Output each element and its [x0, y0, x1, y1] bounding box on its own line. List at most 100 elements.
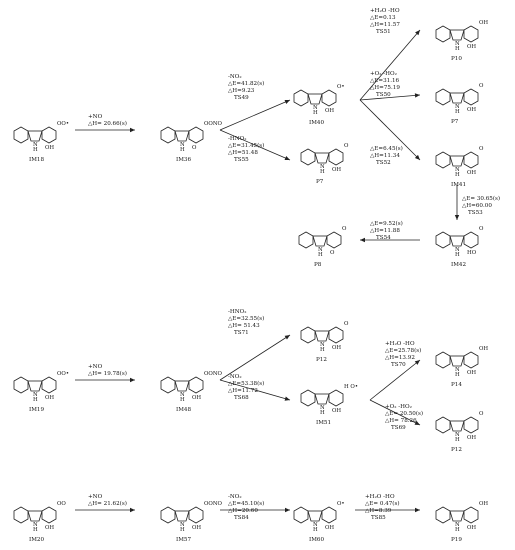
energy-label: △E=32.55(s) — [228, 315, 264, 322]
reagent-label: +H₂O -HO — [370, 8, 400, 14]
substituent-b: OH — [45, 395, 54, 401]
ts-label: TS50 — [376, 92, 391, 98]
molecule-label: IM48 — [176, 407, 191, 413]
ts-label: TS85 — [371, 515, 386, 521]
substituent-a: O — [342, 226, 347, 232]
ts-label: TS52 — [376, 160, 391, 166]
molecule-label: P12 — [451, 447, 462, 453]
reagent-label: -NO₂ — [228, 74, 242, 80]
energy-label: △E=41.82(s) — [228, 80, 264, 87]
substituent-b: O — [330, 250, 335, 256]
arrow-head — [360, 237, 365, 243]
ts-label: TS54 — [376, 235, 391, 241]
reaction-arrow — [219, 379, 291, 401]
energy-label: △H=11.57 — [370, 22, 400, 28]
reagent-label: -HNO₂ — [228, 309, 247, 315]
molecule-label: IM20 — [29, 537, 44, 543]
energy-label: △H=8.39 — [365, 508, 392, 514]
energy-label: △H=51.48 — [228, 150, 258, 156]
energy-label: △H=60.00 — [462, 203, 492, 209]
step-s14: +NO△H= 21.62(s) — [88, 494, 127, 507]
reagent-label: -HNO₂ — [228, 136, 247, 142]
molecule-label: P10 — [451, 56, 462, 62]
ts-label: TS71 — [234, 330, 249, 336]
reaction-arrow — [219, 99, 291, 131]
substituent-a: OH — [479, 20, 488, 26]
reaction-arrow — [369, 399, 421, 426]
energy-label: △H= 19.78(s) — [88, 370, 127, 377]
arrow-head — [414, 360, 420, 365]
substituent-a: O — [479, 226, 484, 232]
energy-label: △H= 20.66(s) — [88, 120, 127, 127]
energy-label: △H=11.34 — [370, 153, 400, 159]
substituent-a: OO — [57, 501, 66, 507]
substituent-a: OO• — [57, 121, 69, 127]
molecule-label: P8 — [314, 262, 322, 268]
carbazole-core — [298, 231, 342, 259]
substituent-a: O — [479, 411, 484, 417]
arrow-head — [284, 396, 290, 401]
reagent-label: +O₂ -HO₂ — [370, 71, 397, 77]
reaction-arrow — [219, 129, 291, 161]
arrow-head — [130, 377, 135, 383]
molecule-label: IM42 — [451, 262, 466, 268]
carbazole-core — [160, 126, 204, 154]
reaction-arrow — [369, 359, 421, 401]
substituent-b: OH — [45, 145, 54, 151]
reaction-arrow — [359, 99, 421, 161]
substituent-b: OH — [332, 167, 341, 173]
reagent-label: -NO₂ — [228, 374, 242, 380]
energy-label: △E=45.10(s) — [228, 500, 264, 507]
reagent-label: +NO — [88, 364, 103, 370]
step-s9: +NO△H= 19.78(s) — [88, 364, 127, 377]
substituent-a: OO• — [57, 371, 69, 377]
energy-label: △H= 21.62(s) — [88, 500, 127, 507]
substituent-a: OONO — [204, 121, 223, 127]
molecule-label: P14 — [451, 382, 462, 388]
molecule-label: P19 — [451, 537, 462, 543]
substituent-b: O — [192, 145, 197, 151]
ts-label: TS68 — [234, 395, 249, 401]
arrow-head — [284, 156, 290, 161]
molecule-label: P12 — [316, 357, 327, 363]
substituent-a: OH — [479, 501, 488, 507]
arrow-head — [414, 154, 420, 160]
energy-label: △H=13.92 — [385, 355, 415, 361]
arrow-head — [284, 99, 290, 104]
ts-label: TS69 — [391, 425, 406, 431]
arrow-head — [414, 420, 420, 425]
substituent-b: OH — [325, 108, 334, 114]
arrow-head — [130, 507, 135, 513]
substituent-b: OH — [45, 525, 54, 531]
substituent-b: OH — [192, 525, 201, 531]
molecule-label: P7 — [451, 119, 459, 125]
arrow-head — [285, 507, 290, 513]
energy-label: △E= 0.47(s) — [365, 500, 400, 507]
energy-label: △E=31.16 — [370, 78, 400, 84]
energy-label: △H=20.60 — [228, 508, 258, 514]
arrow-head — [414, 93, 420, 98]
energy-label: △E=6.45(s) — [370, 145, 403, 152]
substituent-a: O — [479, 83, 484, 89]
substituent-b: HO — [467, 250, 477, 256]
